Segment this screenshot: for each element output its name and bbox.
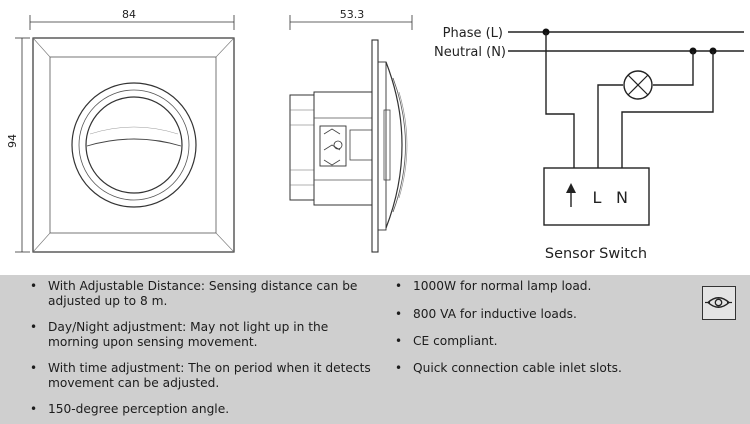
- height-dimension: 94: [6, 134, 19, 148]
- dial-ring: [78, 89, 190, 201]
- width-dimension: 84: [122, 8, 136, 21]
- dial-outer: [71, 82, 197, 208]
- front-frame-outer: [32, 37, 235, 253]
- lamp-icon: [623, 70, 653, 100]
- feature-item: With time adjustment: The on period when…: [30, 361, 378, 390]
- wiring-diagram: Phase (L) Neutral (N) L N Sensor Switch: [434, 26, 744, 262]
- sensor-switch-box: [543, 167, 650, 226]
- sensor-switch-label: Sensor Switch: [545, 246, 647, 262]
- front-frame-inner: [49, 56, 217, 234]
- depth-dimension: 53.3: [340, 8, 365, 21]
- terminal-l: L: [593, 188, 602, 207]
- features-panel: With Adjustable Distance: Sensing distan…: [0, 275, 750, 424]
- feature-item: 150-degree perception angle.: [30, 402, 378, 417]
- front-view: 84 94: [6, 8, 235, 253]
- dial-lens: [85, 96, 183, 194]
- feature-item: 1000W for normal lamp load.: [395, 279, 703, 294]
- feature-item: CE compliant.: [395, 334, 703, 349]
- side-view: 53.3: [289, 8, 413, 253]
- feature-item: With Adjustable Distance: Sensing distan…: [30, 279, 378, 308]
- terminal-n: N: [616, 188, 628, 207]
- feature-item: Day/Night adjustment: May not light up i…: [30, 320, 378, 349]
- technical-diagram: 84 94 53.3: [6, 8, 744, 262]
- neutral-label: Neutral (N): [434, 45, 506, 60]
- arrow-up-icon: [566, 183, 576, 207]
- phase-label: Phase (L): [443, 26, 503, 41]
- eye-icon: [702, 286, 736, 320]
- feature-item: 800 VA for inductive loads.: [395, 307, 703, 322]
- feature-item: Quick connection cable inlet slots.: [395, 361, 703, 376]
